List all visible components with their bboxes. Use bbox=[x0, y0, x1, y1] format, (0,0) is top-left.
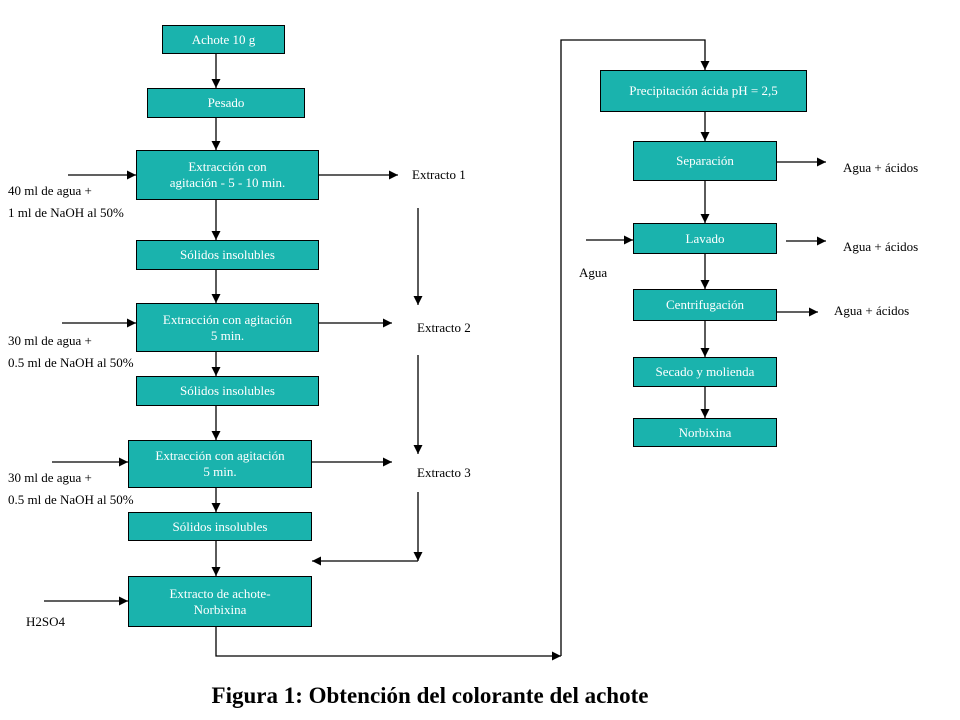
box-norbixina: Norbixina bbox=[633, 418, 777, 447]
box-extraccion-1: Extracción con agitación - 5 - 10 min. bbox=[136, 150, 319, 200]
label-h2so4: H2SO4 bbox=[26, 614, 66, 629]
label-extracto-2: Extracto 2 bbox=[417, 320, 471, 335]
box-solidos-1: Sólidos insolubles bbox=[136, 240, 319, 270]
box-lavado: Lavado bbox=[633, 223, 777, 254]
label-extracto-3: Extracto 3 bbox=[417, 465, 471, 480]
arrow-to-right-column-a bbox=[215, 627, 561, 661]
box-centrifugacion: Centrifugación bbox=[633, 289, 777, 321]
label-input-2: 30 ml de agua + 0.5 ml de NaOH al 50% bbox=[8, 333, 134, 370]
box-precipitacion: Precipitación ácida pH = 2,5 bbox=[600, 70, 807, 112]
label-out-centrifugacion: Agua + ácidos bbox=[834, 303, 910, 318]
label-out-lavado: Agua + ácidos bbox=[843, 239, 919, 254]
label-agua: Agua bbox=[579, 265, 608, 280]
box-pesado: Pesado bbox=[147, 88, 305, 118]
label-extracto-1: Extracto 1 bbox=[412, 167, 466, 182]
label-out-separacion: Agua + ácidos bbox=[843, 160, 919, 175]
figure-caption: Figura 1: Obtención del colorante del ac… bbox=[211, 683, 649, 708]
box-extraccion-3: Extracción con agitación 5 min. bbox=[128, 440, 312, 488]
box-separacion: Separación bbox=[633, 141, 777, 181]
box-secado: Secado y molienda bbox=[633, 357, 777, 387]
box-solidos-2: Sólidos insolubles bbox=[136, 376, 319, 406]
box-solidos-3: Sólidos insolubles bbox=[128, 512, 312, 541]
label-input-3: 30 ml de agua + 0.5 ml de NaOH al 50% bbox=[8, 470, 134, 507]
arrow-to-right-column-b bbox=[560, 39, 710, 656]
box-achote: Achote 10 g bbox=[162, 25, 285, 54]
box-extracto-achote: Extracto de achote- Norbixina bbox=[128, 576, 312, 627]
label-input-1: 40 ml de agua + 1 ml de NaOH al 50% bbox=[8, 183, 124, 220]
box-extraccion-2: Extracción con agitación 5 min. bbox=[136, 303, 319, 352]
